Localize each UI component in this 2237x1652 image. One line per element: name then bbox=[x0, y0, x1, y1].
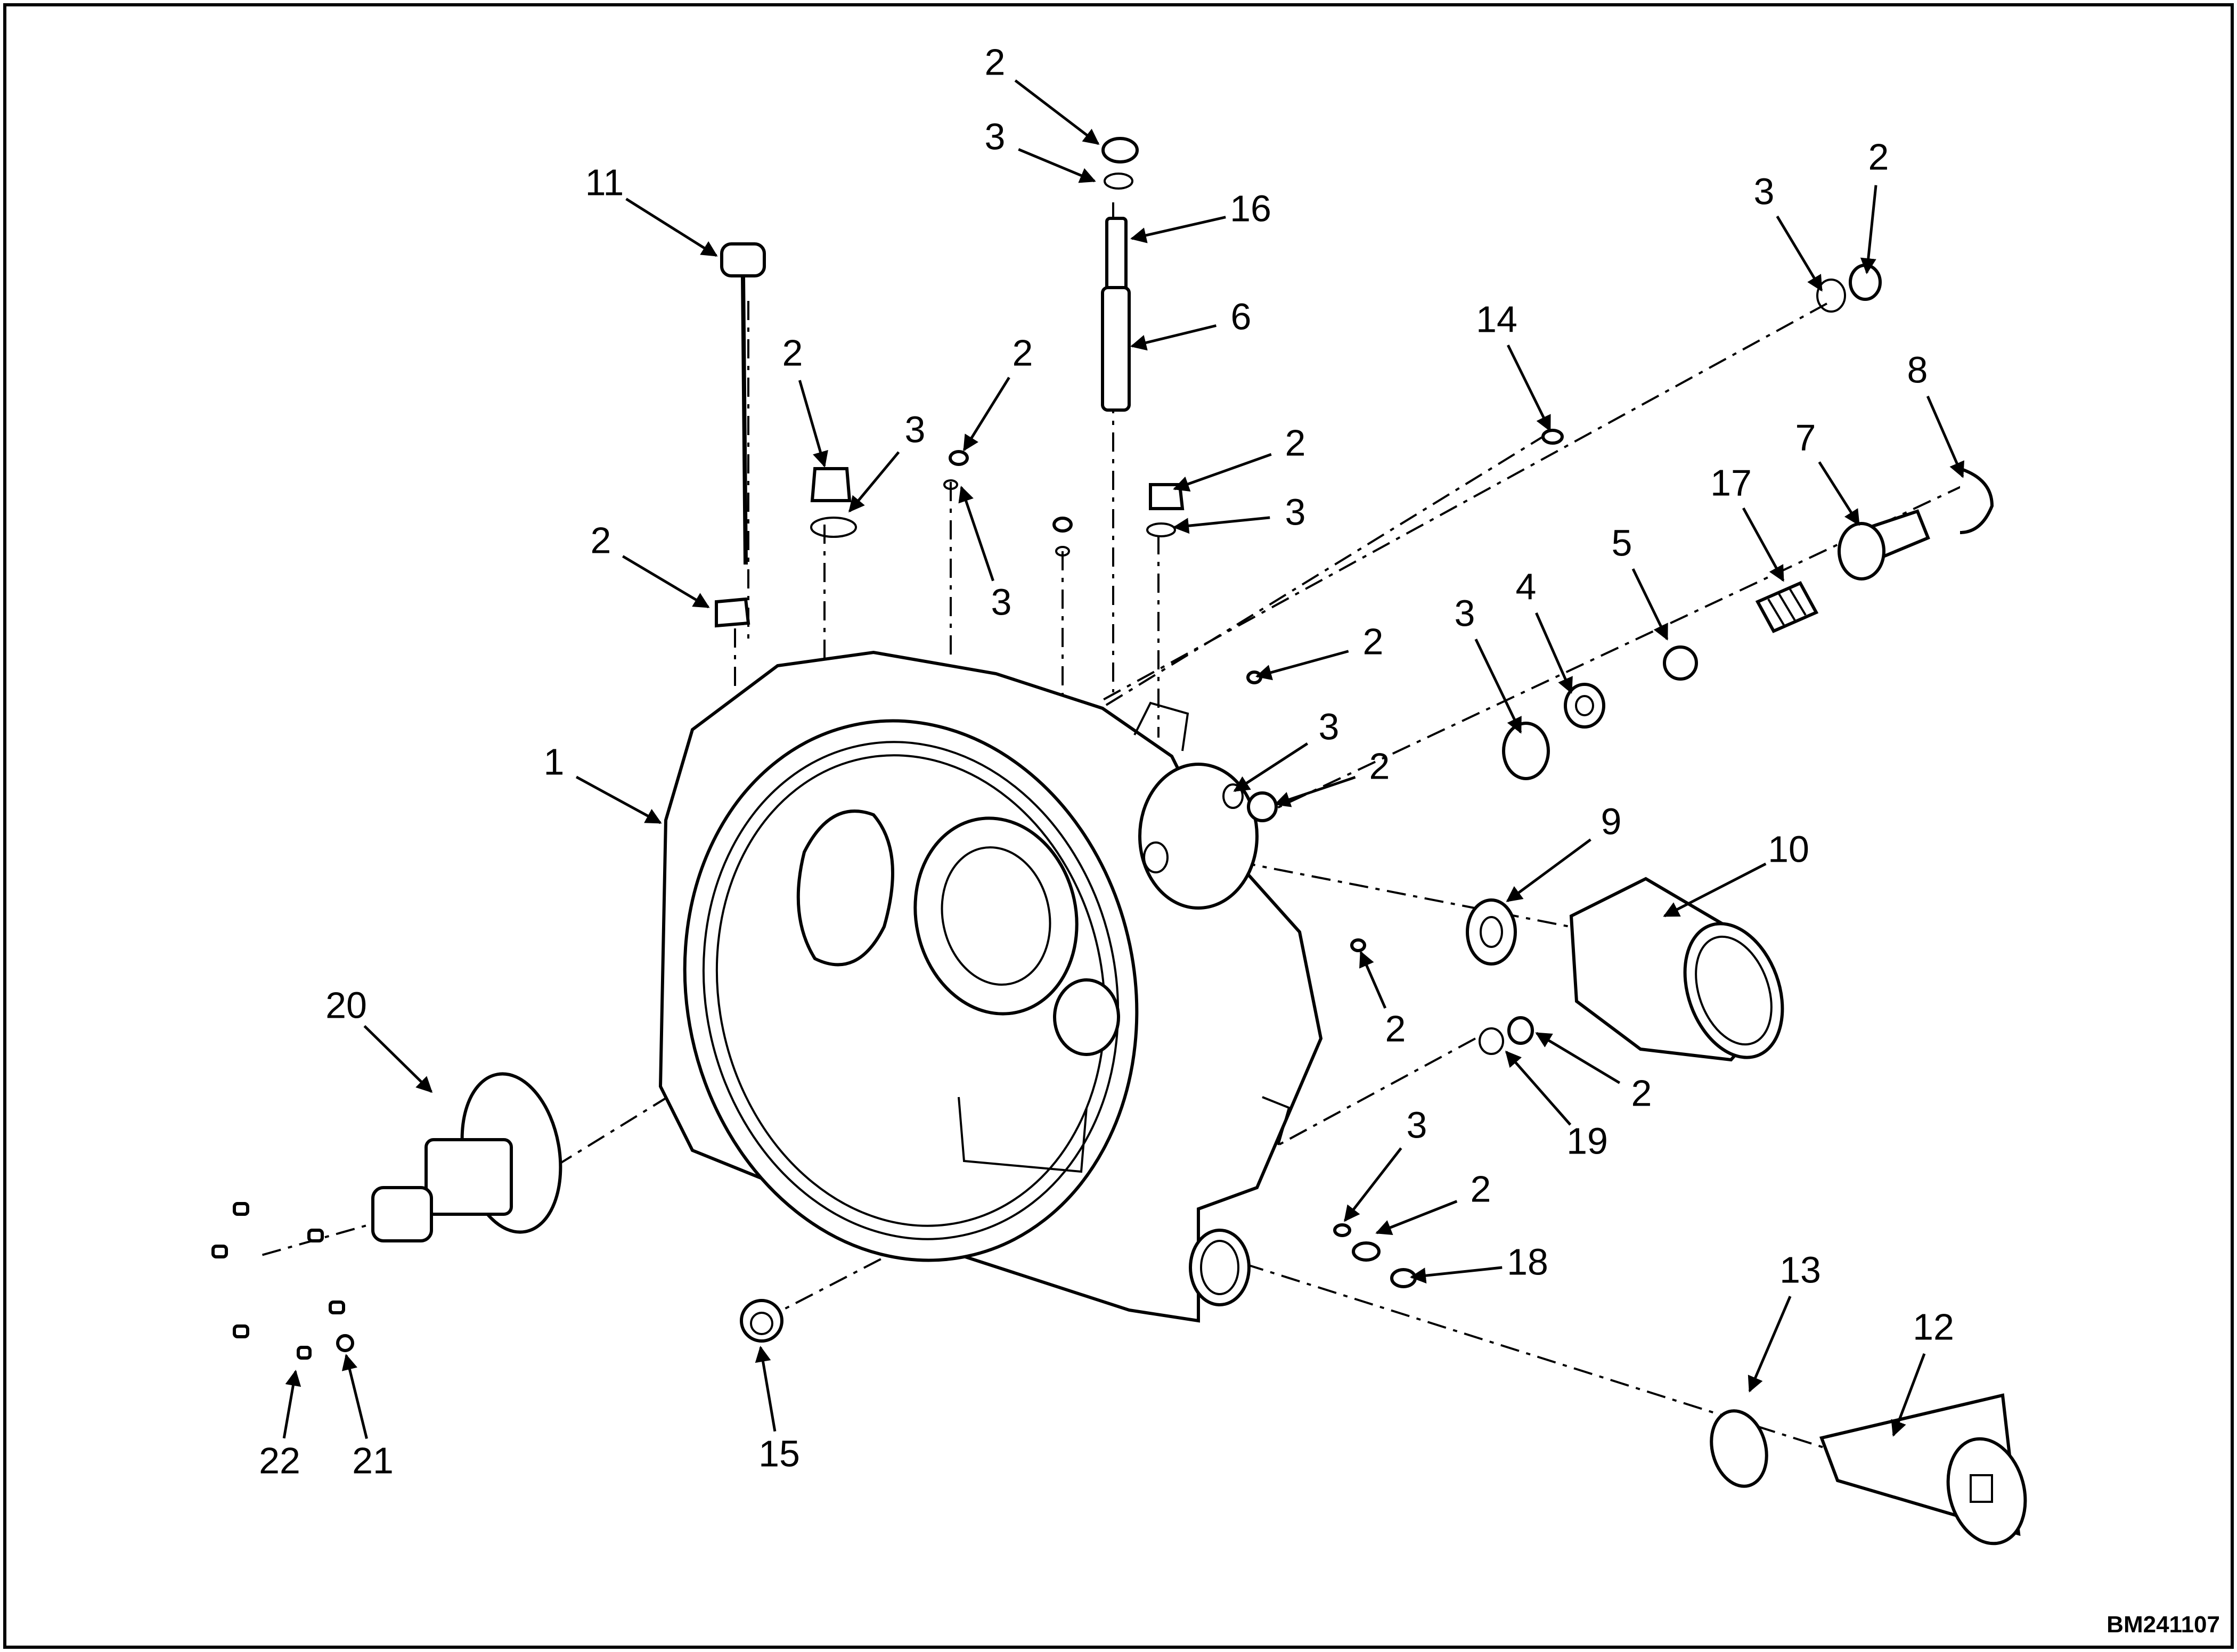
leader-c-3-top bbox=[1018, 148, 1096, 183]
leader-c-2-b bbox=[962, 377, 1010, 452]
callout-labels: 2316611232323214328717543232191022192032… bbox=[259, 41, 1954, 1481]
leader-c-2-c bbox=[1173, 453, 1272, 492]
callout-c-3-g: 3 bbox=[1319, 706, 1340, 747]
leader-c-2-f bbox=[1255, 650, 1349, 681]
callout-c-8: 8 bbox=[1907, 349, 1928, 390]
callout-c-2-f: 2 bbox=[1363, 620, 1384, 662]
callout-c-3-e: 3 bbox=[1754, 170, 1775, 212]
callout-c-2-c: 2 bbox=[1285, 422, 1306, 463]
callout-c-2-d: 2 bbox=[591, 519, 611, 561]
callout-leaders bbox=[282, 79, 1964, 1439]
leader-c-3-b bbox=[958, 486, 994, 582]
callout-c-5: 5 bbox=[1612, 522, 1632, 563]
diagram-border bbox=[3, 3, 2234, 1649]
leader-c-3-c bbox=[1173, 516, 1270, 534]
leader-c-2-a bbox=[798, 380, 828, 468]
callout-c-9: 9 bbox=[1601, 800, 1622, 842]
leader-c-18 bbox=[1410, 1266, 1503, 1284]
bell-housing bbox=[658, 650, 1323, 1323]
leader-c-3-f bbox=[1474, 639, 1522, 734]
leader-c-3-g bbox=[1233, 742, 1309, 792]
leader-c-1 bbox=[575, 775, 662, 824]
leader-c-20 bbox=[363, 1025, 433, 1093]
callout-c-18: 18 bbox=[1507, 1241, 1548, 1282]
callout-c-3-h: 3 bbox=[1407, 1104, 1427, 1146]
callout-c-21: 21 bbox=[352, 1440, 394, 1481]
callout-c-2-i: 2 bbox=[1631, 1072, 1652, 1114]
leader-c-17 bbox=[1742, 507, 1785, 582]
callout-c-2-a: 2 bbox=[782, 332, 803, 373]
callout-c-14: 14 bbox=[1476, 298, 1517, 340]
leader-c-9 bbox=[1506, 838, 1591, 903]
leader-c-12 bbox=[1891, 1353, 1926, 1437]
callout-c-15: 15 bbox=[758, 1433, 800, 1474]
input-shaft-assembly bbox=[211, 1072, 562, 1360]
callout-c-20: 20 bbox=[325, 984, 367, 1026]
dipstick bbox=[720, 242, 766, 565]
callout-c-1: 1 bbox=[544, 741, 565, 782]
callout-c-17: 17 bbox=[1710, 462, 1752, 503]
leader-c-22 bbox=[282, 1370, 301, 1439]
leader-c-21 bbox=[341, 1354, 368, 1439]
plugs-and-orings bbox=[715, 137, 1882, 1343]
leader-c-16 bbox=[1130, 216, 1226, 243]
leader-c-3-h bbox=[1344, 1147, 1402, 1222]
callout-c-13: 13 bbox=[1779, 1249, 1821, 1290]
callout-c-22: 22 bbox=[259, 1440, 300, 1481]
leader-c-15 bbox=[755, 1346, 777, 1432]
leader-c-2-i bbox=[1535, 1032, 1621, 1084]
callout-c-2-j: 2 bbox=[1471, 1168, 1491, 1209]
leader-c-8 bbox=[1926, 396, 1964, 478]
callout-c-4: 4 bbox=[1516, 566, 1537, 607]
callout-c-3-a: 3 bbox=[905, 408, 926, 450]
suction-screen bbox=[1710, 1393, 2027, 1545]
callout-c-2-g: 2 bbox=[1369, 745, 1390, 787]
leader-c-19 bbox=[1505, 1050, 1572, 1126]
leader-c-7 bbox=[1818, 461, 1860, 526]
leader-c-3-e bbox=[1776, 215, 1823, 292]
leader-c-13 bbox=[1748, 1296, 1792, 1393]
callout-c-2-b: 2 bbox=[1013, 332, 1033, 373]
callout-c-2-top: 2 bbox=[985, 41, 1006, 83]
callout-c-11: 11 bbox=[585, 161, 624, 203]
callout-c-7: 7 bbox=[1795, 416, 1816, 458]
callout-c-2-e: 2 bbox=[1868, 136, 1889, 177]
leader-c-14 bbox=[1506, 344, 1552, 432]
callout-c-2-h: 2 bbox=[1385, 1008, 1406, 1049]
callout-c-3-top: 3 bbox=[985, 116, 1006, 157]
leader-c-5 bbox=[1631, 568, 1669, 641]
callout-c-3-b: 3 bbox=[991, 581, 1012, 623]
callout-c-3-c: 3 bbox=[1285, 491, 1306, 533]
callout-c-19: 19 bbox=[1566, 1120, 1608, 1162]
relief-valve-stack bbox=[1502, 467, 1994, 780]
callout-c-10: 10 bbox=[1768, 828, 1809, 870]
leader-c-3-a bbox=[848, 451, 900, 513]
leader-c-2-h bbox=[1359, 951, 1387, 1009]
leader-c-2-top bbox=[1014, 79, 1100, 145]
leader-c-10 bbox=[1663, 862, 1767, 918]
leader-c-6 bbox=[1130, 324, 1217, 351]
callout-c-16: 16 bbox=[1230, 187, 1271, 229]
leader-c-2-g bbox=[1274, 776, 1356, 807]
leader-c-4 bbox=[1535, 612, 1573, 694]
callout-c-12: 12 bbox=[1913, 1306, 1954, 1347]
oil-filter bbox=[1466, 877, 1784, 1062]
callout-c-3-f: 3 bbox=[1455, 592, 1475, 634]
leader-c-2-j bbox=[1375, 1200, 1458, 1236]
leader-c-11 bbox=[625, 198, 718, 257]
leader-c-2-d bbox=[622, 555, 710, 609]
leader-c-2-e bbox=[1860, 185, 1877, 274]
callout-c-6: 6 bbox=[1231, 296, 1252, 337]
document-id: BM241107 bbox=[2107, 1612, 2220, 1638]
